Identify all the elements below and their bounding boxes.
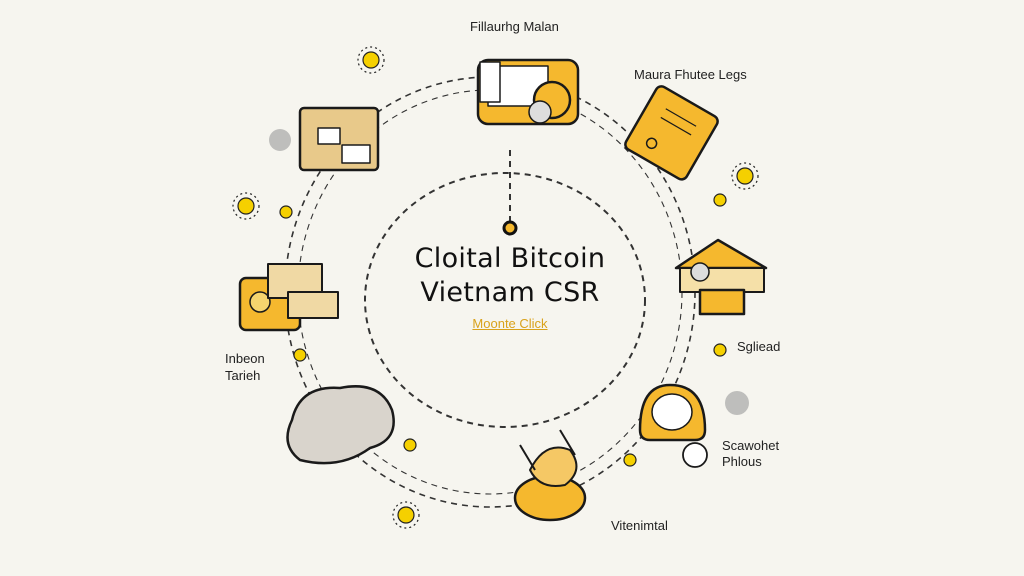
center-circle <box>364 172 646 428</box>
label-bottom: Vitenimtal <box>611 518 668 533</box>
person-icon <box>513 429 587 522</box>
tablet-icon <box>298 106 380 172</box>
device-icon <box>638 383 708 468</box>
spark-icon <box>293 348 307 362</box>
sun-icon <box>731 162 759 190</box>
wallet-icon <box>476 58 580 126</box>
label-left-line2: Tarieh <box>225 368 261 383</box>
map-icon <box>286 385 395 465</box>
spark-icon <box>713 193 727 207</box>
label-right: Sgliead <box>737 339 781 354</box>
sun-icon <box>357 46 385 74</box>
diagram-title: Cloital Bitcoin Vietnam CSR <box>380 242 640 310</box>
coin-cards-icon <box>238 263 339 332</box>
sun-sparkles <box>232 46 759 529</box>
spark-icon <box>403 438 417 452</box>
spark-icon <box>713 343 727 357</box>
credit-card-icon <box>624 85 719 181</box>
splash-icon <box>725 391 749 415</box>
subtitle-link[interactable]: Moonte Click <box>472 316 548 331</box>
sun-icon <box>392 501 420 529</box>
label-top: Fillaurhg Malan <box>470 19 559 34</box>
exchange-house-icon <box>674 238 768 316</box>
title-line2: Vietnam CSR <box>420 277 600 308</box>
label-top-right: Maura Fhutee Legs <box>634 67 747 82</box>
splash-marks <box>269 129 749 415</box>
label-bottom-right-line2: Phlous <box>722 454 762 469</box>
splash-icon <box>269 129 291 151</box>
label-left-line1: Inbeon <box>225 351 265 366</box>
title-line1: Cloital Bitcoin <box>414 243 606 274</box>
sun-icon <box>232 192 260 220</box>
label-bottom-right-line1: Scawohet <box>722 438 780 453</box>
connector-dot <box>502 220 518 236</box>
spark-icon <box>279 205 293 219</box>
spark-icon <box>623 453 637 467</box>
